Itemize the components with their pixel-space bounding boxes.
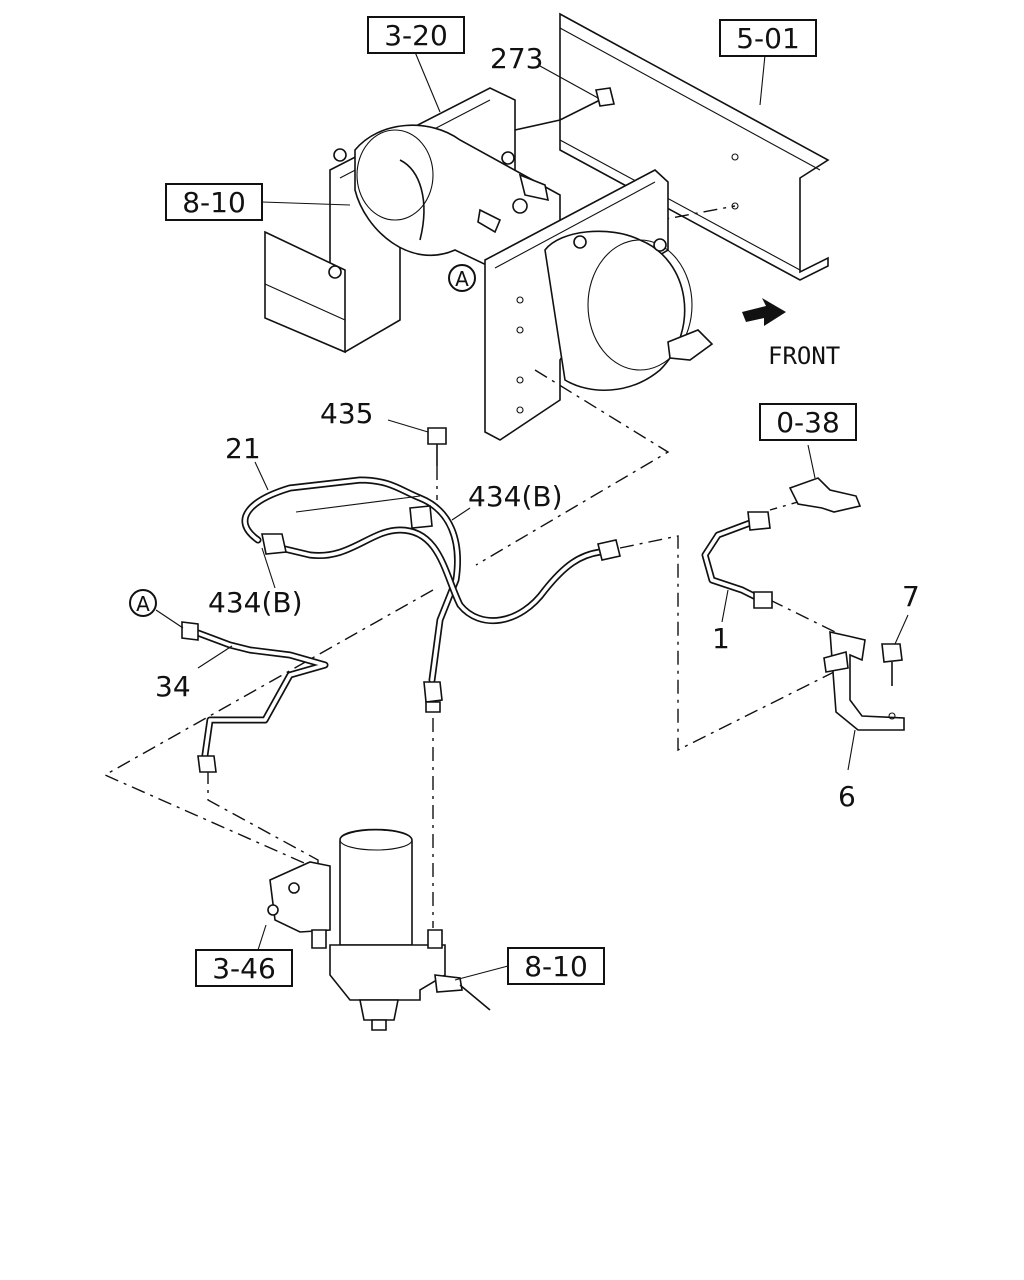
callout-ref-3-20-text: 3-20 [384,19,448,52]
pipe-1-assembly [701,444,862,623]
part-label-21: 21 [225,432,261,465]
part-label-434b-upper: 434(B) [468,480,563,513]
bolt-435 [387,419,447,500]
circle-a-top-letter: A [455,267,469,291]
circle-a-left-letter: A [136,592,150,616]
callout-ref-8-10-top-text: 8-10 [182,186,246,219]
fitting-273 [514,65,615,131]
callout-ref-8-10-bottom[interactable]: 8-10 [507,947,605,985]
front-label: FRONT [768,342,840,370]
callout-ref-5-01[interactable]: 5-01 [719,19,817,57]
part-label-434b-lower: 434(B) [208,586,303,619]
part-label-34: 34 [155,670,191,703]
callout-ref-0-38-text: 0-38 [776,406,840,439]
callout-ref-3-20[interactable]: 3-20 [367,16,465,54]
callout-ref-3-46[interactable]: 3-46 [195,949,293,987]
part-label-6: 6 [838,780,856,813]
part-label-7: 7 [902,580,920,613]
callout-ref-5-01-text: 5-01 [736,22,800,55]
part-label-435: 435 [320,397,373,430]
part-label-1: 1 [712,622,730,655]
callout-ref-8-10-bottom-text: 8-10 [524,950,588,983]
callout-ref-3-46-text: 3-46 [212,952,276,985]
air-dryer-assembly [257,828,509,1031]
bracket-6-bolt-7 [823,614,909,771]
pipe-34 [129,589,329,773]
callout-ref-0-38[interactable]: 0-38 [759,403,857,441]
callout-ref-8-10-top[interactable]: 8-10 [165,183,263,221]
part-label-273: 273 [490,42,543,75]
pipe-harness-21 [241,476,621,713]
air-tank-bracket-assembly [264,87,714,441]
callout-leaders [254,51,766,589]
front-direction-arrow [742,298,786,326]
circle-a-marker-top [448,264,476,292]
